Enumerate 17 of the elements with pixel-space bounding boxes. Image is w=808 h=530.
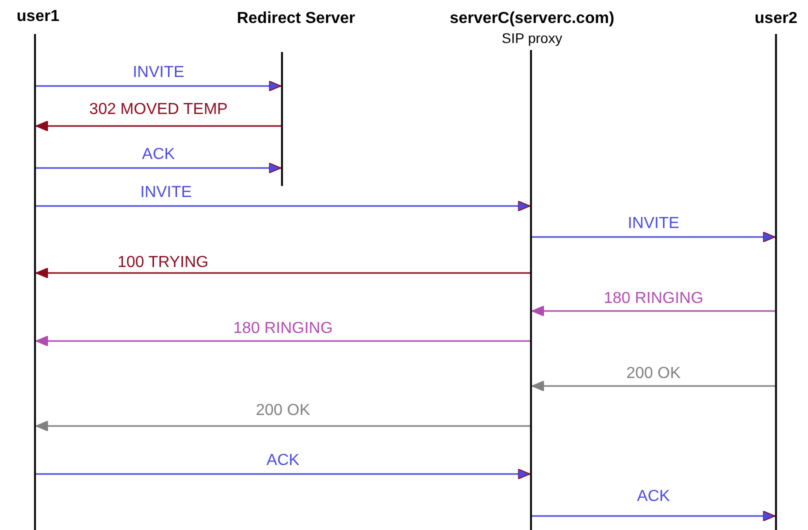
participant-name: user1: [16, 8, 60, 26]
message-arrow: [36, 268, 530, 278]
message-arrow: [36, 468, 530, 480]
message-arrow: [36, 336, 530, 346]
message-arrow: [532, 306, 775, 316]
participant-name: serverC(serverc.com): [448, 10, 616, 28]
message-arrow: [532, 380, 775, 392]
message-arrow: [36, 162, 282, 174]
message-arrow: [532, 232, 776, 242]
participant-name: Redirect Server: [236, 10, 356, 28]
participant-role: SIP proxy: [500, 30, 564, 46]
participant-name: user2: [754, 10, 798, 28]
message-arrow: [36, 420, 530, 432]
message-arrow: [36, 200, 530, 212]
message-arrow: [532, 510, 776, 522]
message-arrow: [36, 120, 281, 132]
message-arrow: [36, 80, 282, 92]
